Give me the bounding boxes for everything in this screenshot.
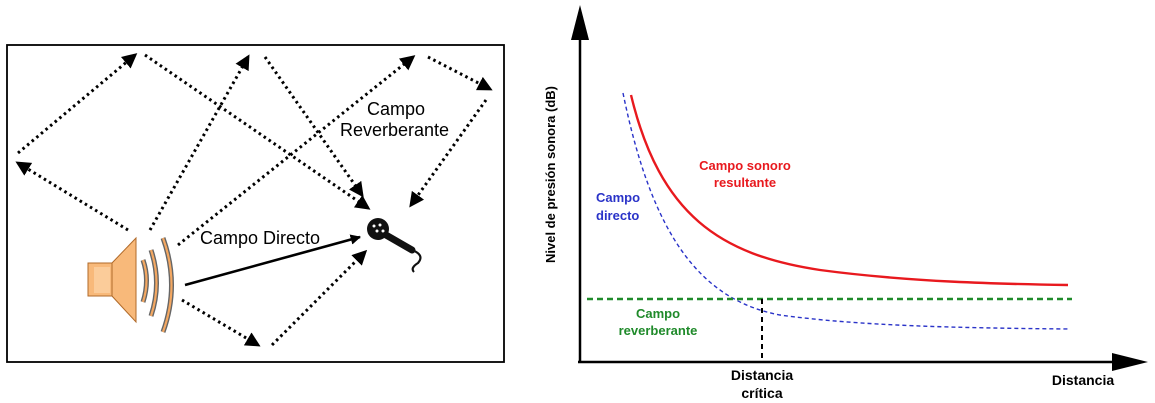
critical-distance-label-line1: Distancia [731,367,793,383]
room-border [6,44,505,363]
reverb-field-label-line1: Campo [367,99,425,119]
series-resultant-field [629,94,1069,287]
legend-reverberant-line2: reverberante [619,323,698,338]
microphone-icon [367,218,422,273]
legend-reverberant-line1: Campo [636,306,680,321]
y-axis-arrowhead [571,5,589,40]
level-vs-distance-chart: Nivel de presión sonora (dB) Distancia D… [543,5,1148,401]
x-axis-label: Distancia [1052,372,1114,388]
reverb-field-label-line2: Reverberante [340,120,449,140]
x-axis-arrowhead [1112,353,1148,371]
series-direct-field [622,92,1071,330]
direct-sound-arrow [184,234,362,287]
speaker-icon [87,236,174,333]
legend-direct-line2: directo [596,208,639,223]
legend-resultant-line2: resultante [714,175,776,190]
room-diagram: Campo Directo Campo Reverberante [6,44,505,363]
reflection-rays [15,53,493,347]
direct-field-label: Campo Directo [200,228,320,248]
y-axis-label: Nivel de presión sonora (dB) [543,86,558,263]
critical-distance-label-line2: crítica [741,385,782,401]
legend-resultant-line1: Campo sonoro [699,158,791,173]
legend-direct-line1: Campo [596,190,640,205]
